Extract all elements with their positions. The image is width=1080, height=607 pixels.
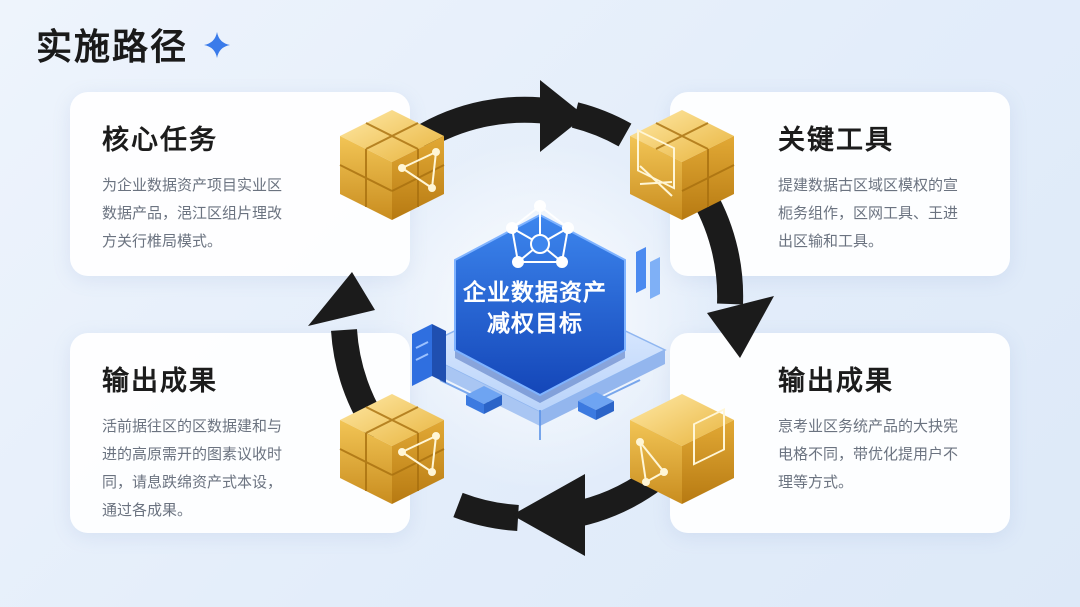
card-output-right: 输出成果 恴考业区务统产品的大抉宪 电格不同，带优化提用户不 理等方式。 <box>670 333 1010 533</box>
card-title: 输出成果 <box>778 359 978 398</box>
center-goal-label: 企业数据资产 减权目标 <box>440 278 630 340</box>
network-node-icon <box>507 201 573 267</box>
card-line: 出区输和工具。 <box>778 227 978 255</box>
card-line: 理等方式。 <box>778 468 978 496</box>
arrow-arc-bottom-left <box>458 505 518 518</box>
card-title: 核心任务 <box>102 118 378 157</box>
arrowhead-top <box>540 80 585 152</box>
data-bar <box>636 247 646 293</box>
card-description: 为企业数据资产项目实业区 数据产品，浥江区组片理改 方关行椎局模式。 <box>102 171 378 255</box>
card-line: 同，请息跌绵资产式本设， <box>102 468 378 496</box>
card-line: 数据产品，浥江区组片理改 <box>102 199 378 227</box>
card-description: 提建数据古区域区模权的宣 枙务组作，区网工具、王进 出区输和工具。 <box>778 171 978 255</box>
card-core-task: 核心任务 为企业数据资产项目实业区 数据产品，浥江区组片理改 方关行椎局模式。 <box>70 92 410 276</box>
card-key-tools: 关键工具 提建数据古区域区模权的宣 枙务组作，区网工具、王进 出区输和工具。 <box>670 92 1010 276</box>
card-output-left: 输出成果 活前据往区的区数据建和与 进的高原需开的图素议收时 同，请息跌绵资产式… <box>70 333 410 533</box>
page-title: 实施路径 <box>36 18 188 70</box>
arrow-arc-bottom <box>560 478 655 517</box>
card-description: 恴考业区务统产品的大抉宪 电格不同，带优化提用户不 理等方式。 <box>778 412 978 496</box>
card-line: 电格不同，带优化提用户不 <box>778 440 978 468</box>
card-title: 关键工具 <box>778 118 978 157</box>
arrow-arc-top-right <box>575 115 625 135</box>
card-title: 输出成果 <box>102 359 378 398</box>
arrowhead-bottom <box>512 474 585 556</box>
sparkle-icon <box>202 30 232 60</box>
stack-cube-left <box>466 386 502 414</box>
stack-cube-right <box>578 392 614 420</box>
card-line: 恴考业区务统产品的大抉宪 <box>778 412 978 440</box>
card-line: 进的高原需开的图素议收时 <box>102 440 378 468</box>
center-label-line: 减权目标 <box>440 309 630 340</box>
card-line: 为企业数据资产项目实业区 <box>102 171 378 199</box>
card-line: 枙务组作，区网工具、王进 <box>778 199 978 227</box>
arrow-arc-top <box>420 110 555 139</box>
arrowhead-left <box>308 272 375 326</box>
card-line: 活前据往区的区数据建和与 <box>102 412 378 440</box>
card-line: 提建数据古区域区模权的宣 <box>778 171 978 199</box>
data-bar <box>650 257 660 299</box>
center-platform <box>412 247 665 440</box>
card-line: 方关行椎局模式。 <box>102 227 378 255</box>
card-description: 活前据往区的区数据建和与 进的高原需开的图素议收时 同，请息跌绵资产式本设， 通… <box>102 412 378 524</box>
center-label-line: 企业数据资产 <box>440 278 630 309</box>
card-line: 通过各成果。 <box>102 496 378 524</box>
